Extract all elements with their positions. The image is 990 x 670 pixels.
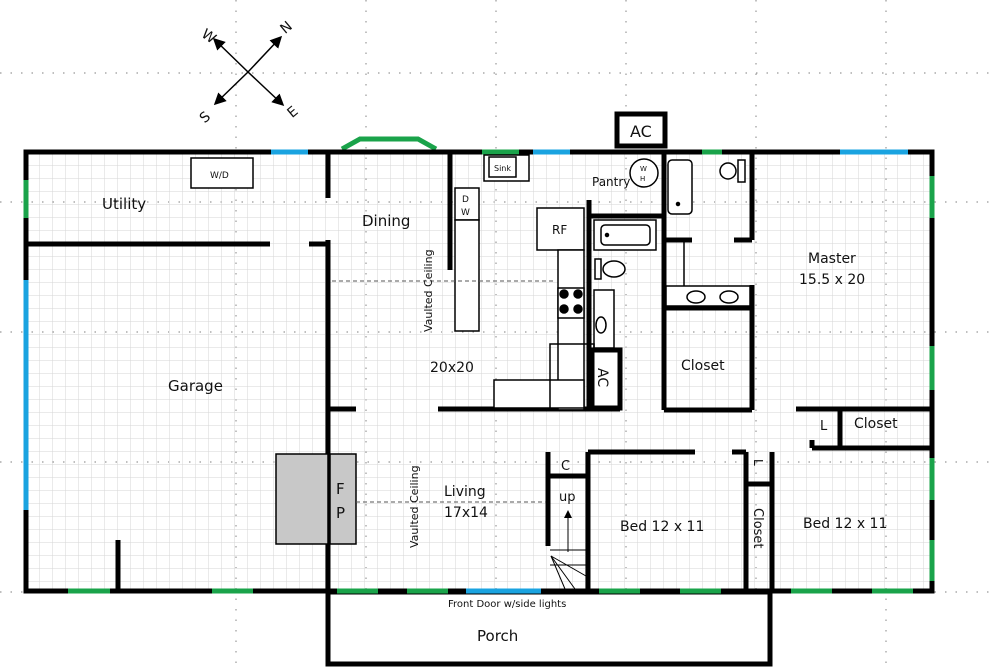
room-dining: Dining [362,212,410,230]
label-front-door: Front Door w/side lights [448,599,566,610]
room-porch: Porch [477,627,518,645]
fireplace [329,453,357,545]
label-kitchen-size: 20x20 [430,360,474,376]
room-utility: Utility [102,195,146,213]
room-hall-closet: Closet [854,416,898,432]
fixtures [190,154,751,545]
label-coat-closet: C [561,459,570,474]
island-counter [454,219,480,332]
sink [488,156,517,178]
compass-e: E [284,104,301,122]
room-master-closet: Closet [681,358,725,374]
bathtub-hall [600,224,651,246]
toilet-tank [594,258,602,280]
label-dw-d: D [462,195,469,205]
stairs [550,510,587,590]
label-fireplace-f: F [336,480,345,498]
ac-outdoor-label: AC [630,122,652,141]
bathtub-master [667,159,693,215]
fireplace-hearth [275,453,329,545]
room-garage: Garage [168,377,223,395]
label-wh-h: H [640,175,645,183]
label-dw-w: W [461,208,470,218]
bay-window [340,136,438,152]
label-ac-indoor: AC [594,368,610,387]
compass-w: W [198,26,219,47]
label-wh-w: W [640,165,647,173]
refrigerator [536,207,585,251]
toilet-master [719,162,737,180]
compass-s: S [197,109,214,127]
compass-n: N [277,18,295,37]
dishwasher [454,187,480,221]
label-fireplace-p: P [336,504,345,522]
room-master: Master [808,251,856,267]
toilet-hall [602,260,626,278]
room-bed-2: Bed 12 x 11 [803,516,887,532]
water-heater [629,158,659,188]
room-bed-1: Bed 12 x 11 [620,519,704,535]
label-linen-1: L [820,419,828,434]
ac-outdoor-unit [614,111,668,149]
label-stairs-up: up [559,490,576,505]
label-linen-2: L [751,459,765,466]
label-sink: Sink [494,164,511,173]
label-vaulted-living: Vaulted Ceiling [408,465,421,548]
label-vaulted-dining: Vaulted Ceiling [422,249,435,332]
room-pantry: Pantry [592,175,630,189]
counter-bottom [493,379,585,409]
washer-dryer [190,157,254,189]
label-washer-dryer: W/D [210,171,229,181]
ac-indoor-closet [589,347,623,411]
compass-icon [212,35,285,107]
label-living-size: 17x14 [444,505,488,521]
windows [23,149,935,594]
room-bed-closet: Closet [750,508,765,549]
label-master-size: 15.5 x 20 [799,272,865,288]
label-refrigerator: RF [552,223,567,237]
room-living: Living [444,484,486,500]
